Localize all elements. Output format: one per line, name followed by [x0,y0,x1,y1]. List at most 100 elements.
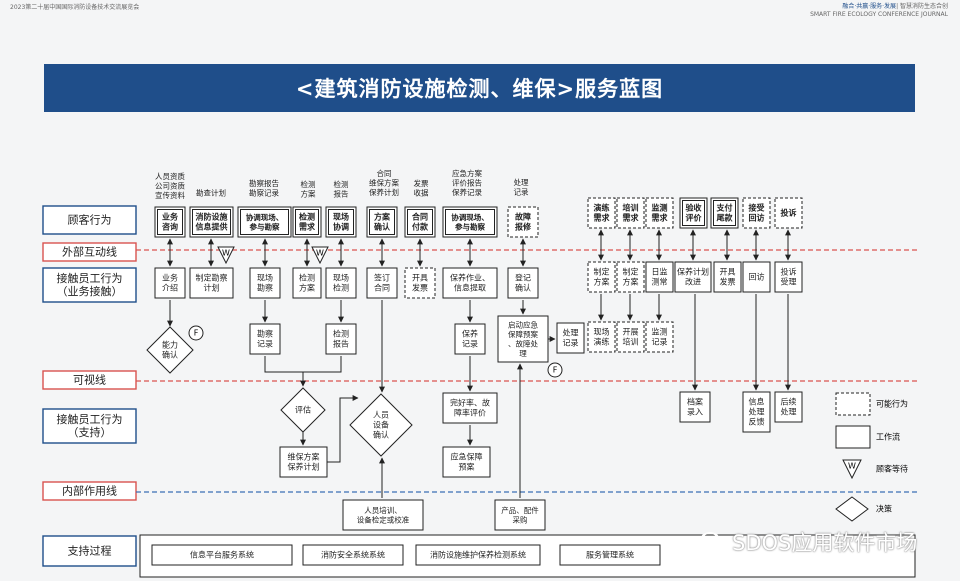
front-f22-box [587,321,616,353]
evidence-e8-line: 保养记录 [452,187,482,197]
contact-front-label-box [42,267,137,303]
evidence-e6-line: 合同 [377,168,392,178]
external-label-box [42,242,137,262]
evidence-e7-line: 发票 [414,178,429,188]
front-f15-line: 回访 [749,272,765,282]
customer-c10-line: 需求 [594,213,611,223]
evidence-e4-line: 检测 [301,179,316,189]
customer-label-line: 顾客行为 [68,213,112,227]
header-subtitle: SMART FIRE ECOLOGY CONFERENCE JOURNAL [810,11,948,18]
front-f6-box [366,267,398,299]
front-f23-line: 培训 [623,337,639,347]
back-b1-line: 评估 [295,405,311,415]
customer-c13-line: 验收 [686,203,702,213]
front-f8-line: 保养作业、 [450,273,490,283]
internal-label-box [42,481,137,501]
page-title: <建筑消防设施检测、维保>服务蓝图 [295,77,664,101]
back-b1-diamond [280,387,326,433]
external-label-line: 外部互动线 [62,245,117,259]
visible-label-line: 可视线 [73,373,106,387]
back-b6-line: 录入 [687,408,703,417]
customer-c14-line: 支付 [716,203,733,213]
support-item-label: 服务管理系统 [586,550,634,560]
support-item-box [415,544,541,566]
customer-c10-line: 演练 [594,203,610,213]
back-b8-line: 后续 [781,397,797,407]
customer-c5-box [325,206,357,238]
evidence-e1-line: 宣传资料 [155,190,185,200]
front-f3-line: 现场 [257,274,273,283]
legend-solid-box [835,425,871,449]
failure-point-marker: F [547,362,563,378]
internal_nodes-i1-line: 设备检定或校准 [357,514,410,524]
lane-contact-back: 接触员工行为（支持） [42,408,137,444]
flow-connector [303,356,342,373]
customer-c2-line: 消防设施 [196,212,228,222]
front-f16-line: 受理 [781,277,797,287]
back-b4-box [442,392,498,424]
front-f18-box [325,323,357,355]
customer-c9-box [507,206,539,238]
front-f21-line: 处理 [563,328,579,338]
customer-c5-inner-box [328,209,354,235]
support-systems: 信息平台服务系统消防安全系统系统消防设施维护保养检测系统服务管理系统 [139,534,916,578]
front-f20-line: 理 [519,349,527,358]
front-f6-line: 签订 [374,273,390,283]
wait-point-label: W [316,249,324,258]
legend-item-possible: 可能行为 [835,392,908,416]
front-f12-line: 日监 [652,267,668,277]
wait-point-marker: W [217,246,235,265]
customer-c5-line: 协调 [333,222,349,232]
front-f11-line: 方案 [623,277,639,287]
wait-point-triangle [217,246,235,265]
lane-internal: 内部作用线 [42,481,137,501]
customer-c4-box [292,206,322,238]
evidence-e9-line: 处理 [514,177,529,187]
legend-diamond [835,496,869,522]
node-customer-c8: 协调现场、参与勘察 [442,206,498,238]
front-f8-box [442,267,498,299]
back-b3-line: 确认 [373,430,389,440]
front-f11-box [616,261,645,293]
contact-back-label-box [42,408,137,444]
node-front-f19: 保养记录 [454,323,486,355]
support-item-label: 信息平台服务系统 [190,550,254,560]
evidence-evidence-e2: 勘查计划 [196,188,226,198]
legend-wait-triangle [842,459,862,480]
support-label-box [42,535,137,567]
lane-external: 外部互动线 [42,242,137,262]
front-f21-line: 记录 [563,339,579,348]
front-f24-box [645,321,674,353]
support-label-line: 支持过程 [68,544,112,558]
customer-c4-line: 检测 [299,212,315,222]
front-f20-box [497,315,549,363]
customer-c15-line: 回访 [749,213,765,223]
front-d1-diamond [146,326,194,374]
evidence-e1-line: 人员资质 [155,171,185,181]
customer-c4-line: 需求 [299,222,316,232]
customer-c16-line: 投诉 [781,208,797,218]
customer-c4-inner-box [295,209,319,235]
back-b2-box [279,446,328,478]
front-f7-line: 发票 [412,283,428,293]
customer-c11-line: 培训 [623,203,639,213]
support-item-label: 消防设施维护保养检测系统 [430,550,526,560]
customer-c5-line: 现场 [333,212,349,222]
evidence-e6-line: 维保方案 [369,178,399,188]
